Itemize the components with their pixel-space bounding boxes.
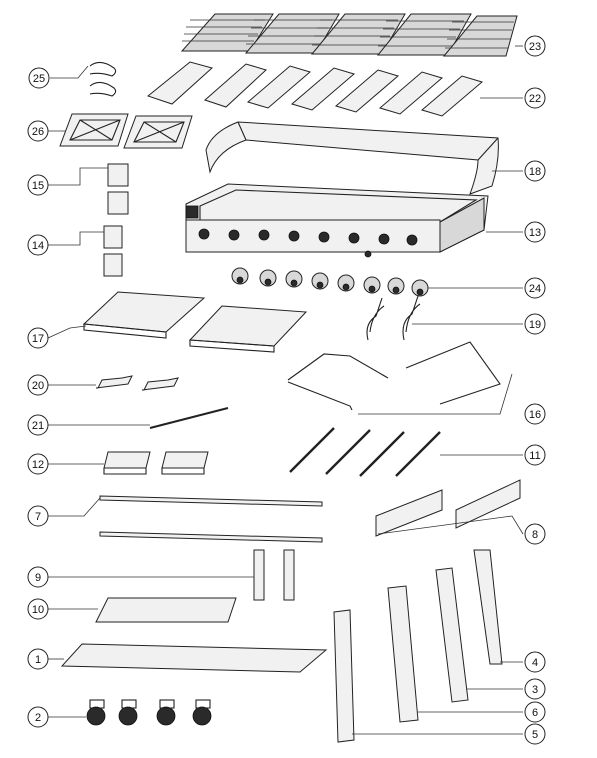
cross-braces <box>375 479 521 537</box>
callout-14-label: 14 <box>32 240 44 252</box>
callout-12: 12 <box>27 453 49 475</box>
brackets-15 <box>107 163 129 215</box>
callout-5: 5 <box>524 723 546 745</box>
callout-25-label: 25 <box>33 73 45 85</box>
flame-tamers <box>146 61 484 117</box>
callout-18-label: 18 <box>529 166 541 178</box>
callout-1-label: 1 <box>35 654 41 666</box>
bottom-shelf <box>60 643 328 673</box>
brackets-14 <box>103 225 123 277</box>
callout-17: 17 <box>27 327 49 349</box>
callout-19-label: 19 <box>529 319 541 331</box>
callout-18: 18 <box>524 160 546 182</box>
shelf-supports <box>287 341 501 411</box>
rails <box>99 495 323 543</box>
side-shelves <box>82 291 308 353</box>
callout-24-label: 24 <box>529 283 541 295</box>
callout-25: 25 <box>28 67 50 89</box>
callout-24: 24 <box>524 277 546 299</box>
casters <box>86 699 212 726</box>
callout-13: 13 <box>524 221 546 243</box>
callout-26-label: 26 <box>32 126 44 138</box>
spacers <box>253 549 295 601</box>
callout-19: 19 <box>524 313 546 335</box>
callout-5-label: 5 <box>532 729 538 741</box>
rod <box>149 407 229 429</box>
firebox <box>185 183 489 258</box>
callout-16: 16 <box>524 403 546 425</box>
callout-21: 21 <box>27 414 49 436</box>
callout-7: 7 <box>27 505 49 527</box>
cooking-grates <box>180 13 518 57</box>
callout-15-label: 15 <box>32 180 44 192</box>
callout-11: 11 <box>524 444 546 466</box>
callout-9-label: 9 <box>35 572 41 584</box>
callout-20: 20 <box>27 374 49 396</box>
callout-13-label: 13 <box>529 227 541 239</box>
slotted-panel <box>95 597 237 623</box>
handles <box>89 61 117 97</box>
callout-23: 23 <box>524 35 546 57</box>
callout-4: 4 <box>524 651 546 673</box>
burners <box>289 427 441 477</box>
callout-6: 6 <box>524 701 546 723</box>
callout-10: 10 <box>27 598 49 620</box>
callout-8-label: 8 <box>532 529 538 541</box>
wind-guard <box>205 121 499 195</box>
leader-lines <box>47 45 524 735</box>
callout-21-label: 21 <box>32 420 44 432</box>
callout-22-label: 22 <box>529 93 541 105</box>
callout-16-label: 16 <box>529 409 541 421</box>
callout-23-label: 23 <box>529 41 541 53</box>
grease-trays <box>59 113 193 149</box>
tool-hooks <box>366 295 421 341</box>
callout-4-label: 4 <box>532 657 538 669</box>
callout-26: 26 <box>27 120 49 142</box>
callout-12-label: 12 <box>32 459 44 471</box>
drip-cups <box>103 451 209 475</box>
clips <box>95 375 179 391</box>
legs <box>333 549 503 743</box>
callout-22: 22 <box>524 87 546 109</box>
control-knobs <box>231 267 429 297</box>
callout-3-label: 3 <box>532 684 538 696</box>
callout-6-label: 6 <box>532 707 538 719</box>
callout-8: 8 <box>524 523 546 545</box>
callout-2-label: 2 <box>35 712 41 724</box>
callout-15: 15 <box>27 174 49 196</box>
callout-10-label: 10 <box>32 604 44 616</box>
callout-11-label: 11 <box>529 450 540 462</box>
callout-3: 3 <box>524 678 546 700</box>
callout-2: 2 <box>27 706 49 728</box>
callout-9: 9 <box>27 566 49 588</box>
callout-1: 1 <box>27 648 49 670</box>
callout-17-label: 17 <box>32 333 44 345</box>
callout-20-label: 20 <box>32 380 44 392</box>
callout-7-label: 7 <box>35 511 41 523</box>
callout-14: 14 <box>27 234 49 256</box>
